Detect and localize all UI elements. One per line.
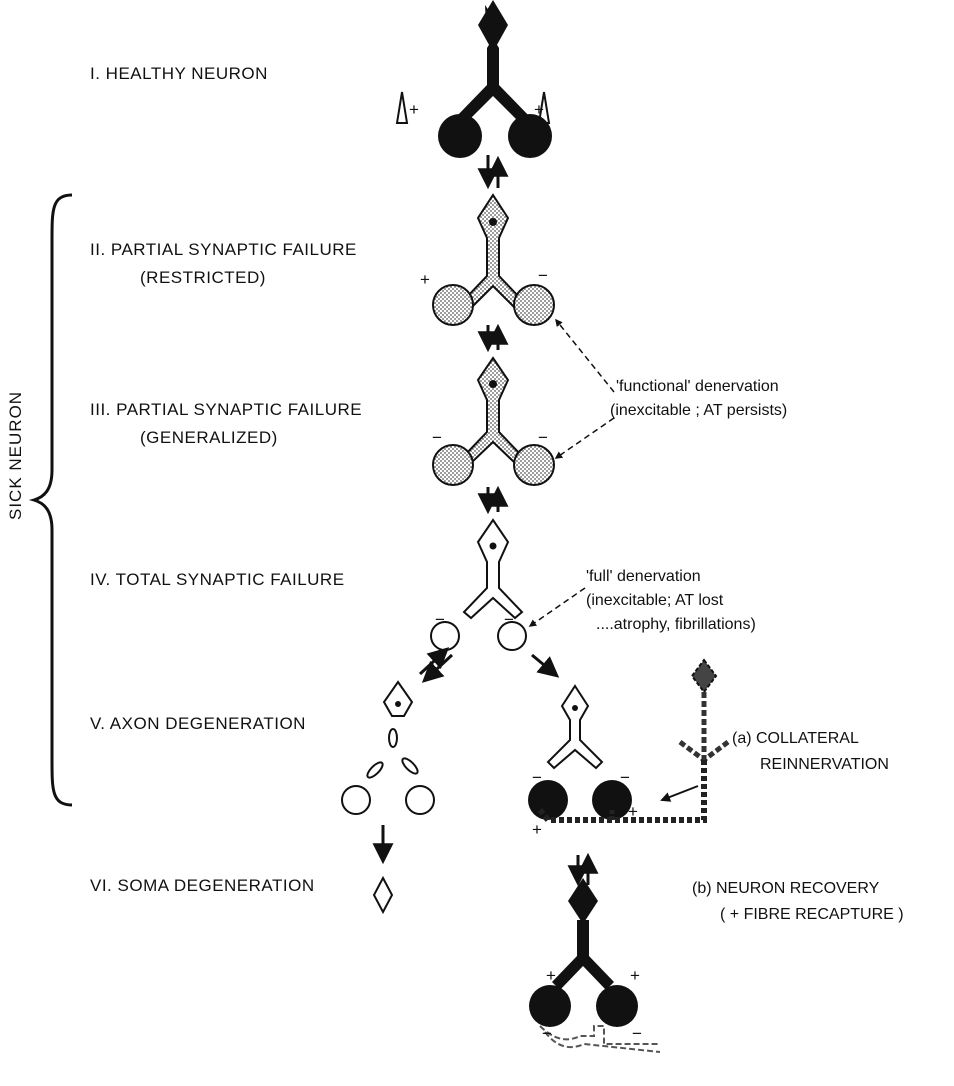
sign-plus: + — [630, 966, 641, 985]
sign-plus: + — [546, 966, 557, 985]
neuron-axon-degenerating — [341, 680, 435, 815]
neuron-recovered — [529, 878, 661, 1053]
annotation-recovery-1: (b) NEURON RECOVERY — [692, 880, 880, 897]
collateral-neuron — [537, 658, 730, 823]
reversible-arrow-1-2 — [477, 155, 509, 190]
neuron-healthy — [395, 0, 552, 158]
annotation-collateral-2: REINNERVATION — [760, 756, 889, 773]
stage-label-6: VI. SOMA DEGENERATION — [90, 876, 315, 895]
annotation-recovery-2: ( + FIBRE RECAPTURE ) — [720, 906, 904, 923]
stage-label-1: I. HEALTHY NEURON — [90, 64, 268, 83]
neuron-partial-generalized — [432, 356, 555, 486]
sign-plus: + — [534, 100, 545, 119]
annotation-full-3: ....atrophy, fibrillations) — [596, 616, 756, 633]
reversible-arrow-2-3 — [477, 323, 509, 353]
sick-neuron-label: SICK NEURON — [6, 390, 25, 520]
stage-label-2: II. PARTIAL SYNAPTIC FAILURE — [90, 240, 357, 259]
annotation-collateral-1: (a) COLLATERAL — [732, 730, 859, 747]
annotation-full-1: 'full' denervation — [586, 568, 701, 585]
stage-label-3: III. PARTIAL SYNAPTIC FAILURE — [90, 400, 363, 419]
reversible-arrow-3-4 — [477, 485, 509, 515]
leader-lines — [528, 318, 615, 627]
sign-plus: + — [532, 820, 543, 839]
sign-minus: − — [538, 266, 549, 285]
sign-minus: − — [538, 428, 549, 447]
stage-label-4: IV. TOTAL SYNAPTIC FAILURE — [90, 570, 345, 589]
stage-label-5: V. AXON DEGENERATION — [90, 714, 306, 733]
sign-plus: + — [628, 802, 639, 821]
stage-label-2-sub: (RESTRICTED) — [140, 268, 266, 287]
sign-plus: + — [420, 270, 431, 289]
neuron-partial-restricted — [432, 193, 555, 326]
soma-remnant — [372, 875, 394, 915]
sign-minus: − — [504, 610, 515, 629]
annotation-functional-2: (inexcitable ; AT persists) — [610, 402, 788, 419]
sign-plus: + — [409, 100, 420, 119]
sign-minus: − — [435, 610, 446, 629]
sign-minus: − — [620, 768, 631, 787]
annotation-functional-1: 'functional' denervation — [616, 378, 779, 395]
branch-arrows — [418, 647, 560, 683]
neuron-total-failure — [430, 518, 527, 651]
neuron-denervated-right — [528, 684, 632, 820]
annotation-full-2: (inexcitable; AT lost — [586, 592, 724, 609]
sign-minus: − — [542, 1024, 553, 1043]
reversible-arrow-5-6 — [567, 852, 599, 887]
sign-minus: − — [432, 428, 443, 447]
stage-label-3-sub: (GENERALIZED) — [140, 428, 278, 447]
sign-minus: − — [632, 1024, 643, 1043]
sign-minus: − — [532, 768, 543, 787]
sick-neuron-brace — [28, 193, 73, 807]
